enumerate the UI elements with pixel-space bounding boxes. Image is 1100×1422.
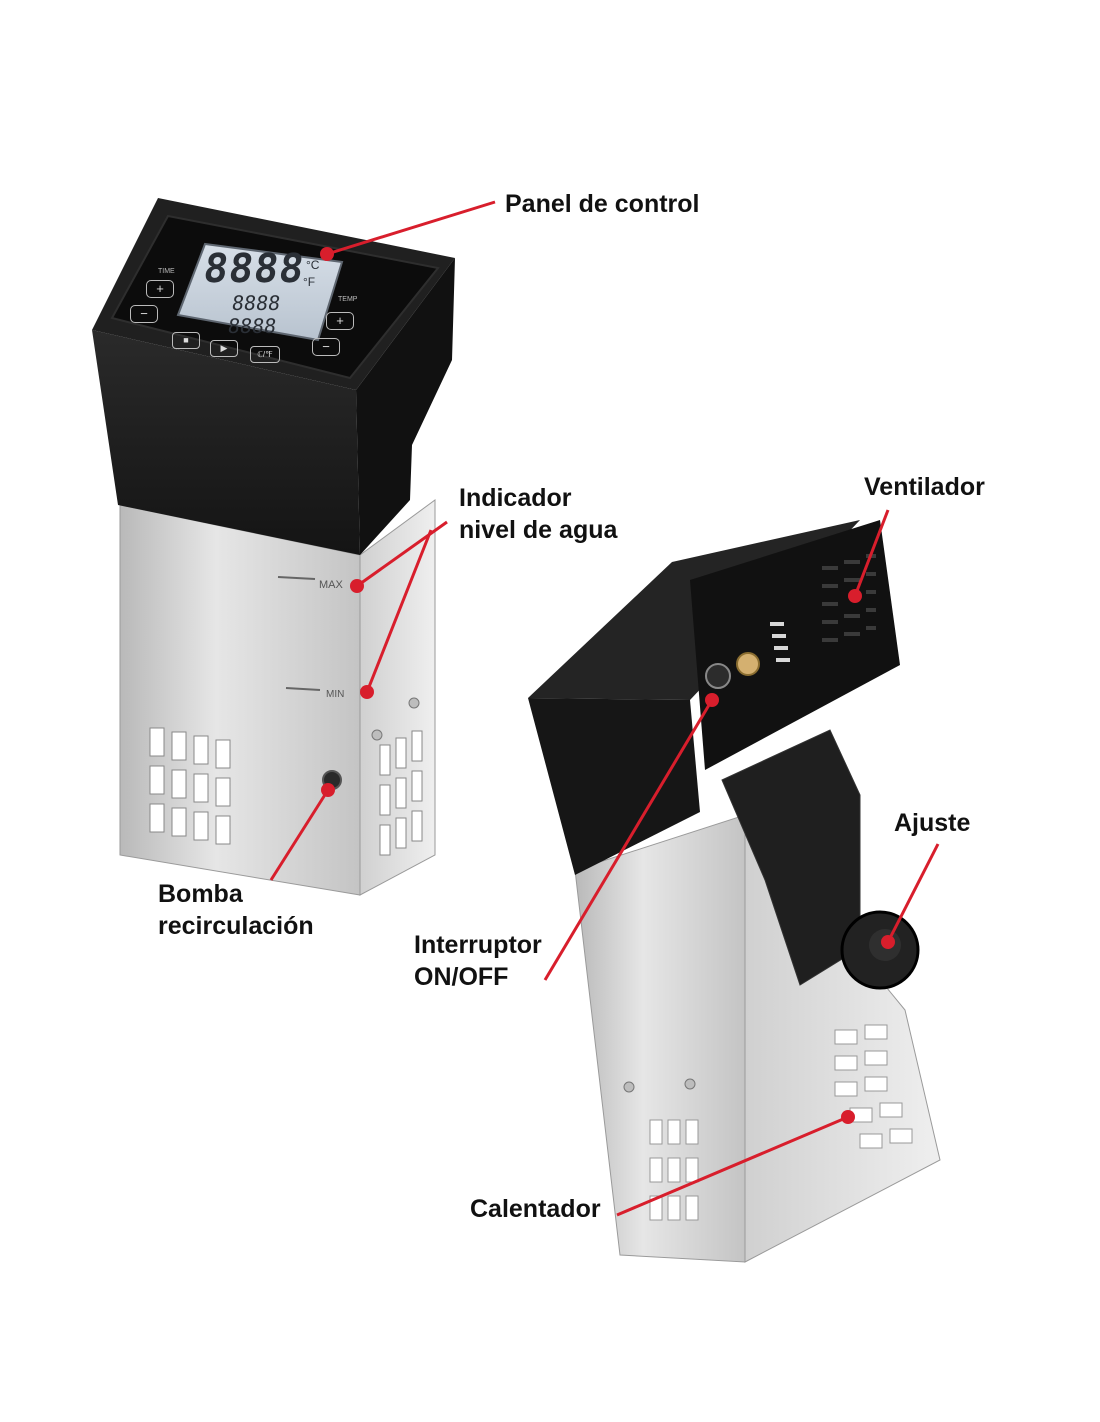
time-plus-button: + (146, 280, 174, 298)
callout-fan-line (853, 509, 890, 597)
stop-button: ■ (172, 332, 200, 349)
right-head-left (528, 698, 700, 875)
label-bomba-line1: Bomba (158, 880, 243, 908)
label-indicador-line2: nivel de agua (459, 516, 618, 544)
left-black-front (92, 330, 360, 555)
callout-panel-line (326, 200, 496, 256)
left-front-vent (149, 727, 231, 845)
lcd-row3-digits: 8888 (226, 314, 278, 338)
callout-knob-dot (881, 935, 895, 949)
max-line (277, 576, 316, 580)
callout-knob-line (886, 843, 940, 943)
left-device (92, 198, 455, 896)
temp-label: TEMP (338, 296, 358, 303)
callout-max-dot (350, 579, 364, 593)
right-screw-2 (684, 1078, 696, 1090)
onoff-switch (705, 663, 731, 689)
lcd-main-digits: 8888 (200, 246, 308, 292)
callout-min-dot (360, 685, 374, 699)
heater-vent (834, 1024, 913, 1149)
left-black-side (356, 258, 455, 555)
callout-panel-dot (320, 247, 334, 261)
callout-fan-dot (848, 589, 862, 603)
time-label: TIME (158, 268, 175, 275)
play-button: ▶ (210, 340, 238, 357)
callout-heater-line (616, 1115, 849, 1217)
callout-max-line (356, 520, 448, 588)
callout-pump-line (269, 789, 330, 881)
time-minus-button: − (130, 305, 158, 323)
lcd-screen (176, 242, 344, 342)
label-ventilador: Ventilador (864, 473, 985, 501)
label-interruptor-line2: ON/OFF (414, 963, 509, 991)
fuse-holder (736, 652, 760, 676)
power-connector (770, 622, 790, 662)
callouts (269, 200, 940, 1217)
left-screw-2 (408, 697, 420, 709)
callout-min-line (365, 529, 433, 693)
temp-plus-button: + (326, 312, 354, 330)
max-mark-label: MAX (319, 579, 343, 591)
right-head-back (690, 520, 900, 770)
callout-pump-dot (321, 783, 335, 797)
unit-toggle-button: ℂ/℉ (250, 346, 280, 363)
label-calentador: Calentador (470, 1195, 601, 1223)
callout-switch-line (543, 699, 714, 981)
left-side-vent (379, 730, 423, 856)
lcd-unit-c: °C (306, 258, 320, 272)
lcd-unit-f: °F (303, 275, 316, 289)
label-bomba-line2: recirculación (158, 912, 314, 940)
label-interruptor-line1: Interruptor (414, 931, 542, 959)
temp-minus-button: − (312, 338, 340, 356)
right-screw-1 (623, 1081, 635, 1093)
min-line (285, 687, 321, 691)
label-ajuste: Ajuste (894, 809, 971, 837)
left-screw-1 (371, 729, 383, 741)
label-indicador-line1: Indicador (459, 484, 572, 512)
label-panel-de-control: Panel de control (505, 190, 700, 218)
callout-heater-dot (841, 1110, 855, 1124)
left-steel-front (119, 504, 361, 896)
callout-switch-dot (705, 693, 719, 707)
right-front-vent (649, 1119, 699, 1221)
min-mark-label: MIN (326, 689, 345, 700)
lcd-row2-digits: 8888 (230, 291, 282, 315)
right-device (528, 520, 941, 1263)
